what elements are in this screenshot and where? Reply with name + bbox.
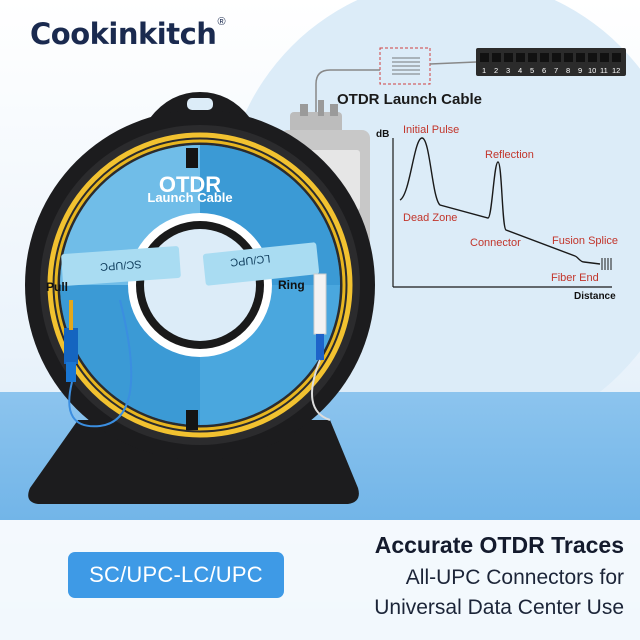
patch-panel-ports (480, 53, 621, 62)
port-number: 10 (588, 66, 597, 75)
x-axis-label: Distance (574, 291, 616, 302)
fiber-end-label: Fiber End (551, 272, 599, 284)
otdr-cable-line (315, 69, 380, 116)
reflection-label: Reflection (485, 149, 534, 161)
reel-title-line1: OTDR (158, 172, 222, 197)
sc-connector (64, 300, 78, 382)
dead-zone-label: Dead Zone (403, 212, 458, 224)
connector-label: Connector (470, 237, 521, 249)
lc-connector (313, 273, 327, 360)
trace-line (399, 137, 601, 265)
subline-1: All-UPC Connectors for (405, 566, 624, 589)
port-number: 3 (506, 66, 511, 75)
brand-logo: Cookinkitch® (30, 14, 226, 54)
connector-type-text: SC/UPC-LC/UPC (89, 562, 263, 587)
initial-pulse-label: Initial Pulse (403, 124, 460, 136)
launch-cable-line (429, 61, 477, 65)
fiber-tag-left (61, 246, 181, 286)
fiber-loop-blue (68, 299, 133, 428)
diagram-title: OTDR Launch Cable (337, 91, 483, 108)
mini-reel-icon (392, 57, 420, 75)
port-number: 11 (600, 66, 608, 75)
y-axis-label: dB (376, 129, 390, 140)
reel-label-left: Pull (46, 280, 69, 294)
otdr-trace-plot (392, 137, 612, 288)
port-number: 1 (482, 66, 487, 75)
port-number: 8 (566, 66, 571, 75)
fiber-tag-right (202, 242, 320, 286)
port-number: 2 (494, 66, 499, 75)
connector-type-badge: SC/UPC-LC/UPC (68, 552, 284, 598)
port-number: 6 (542, 66, 547, 75)
port-number: 12 (612, 66, 621, 75)
registered-mark: ® (217, 16, 226, 28)
fiber-coil (47, 132, 353, 438)
reel-label-right: Ring (278, 278, 305, 292)
brand-name: Cookinkitch (30, 17, 217, 51)
port-number: 7 (554, 66, 559, 75)
port-number: 5 (530, 66, 535, 75)
subline-2: Universal Data Center Use (374, 596, 624, 619)
port-number: 9 (578, 66, 583, 75)
reel-highlight-box (379, 47, 431, 85)
reel-title-line2: Launch Cable (147, 190, 233, 205)
fiber-end-marks (601, 258, 612, 270)
port-number: 4 (518, 66, 523, 75)
fusion-splice-label: Fusion Splice (552, 235, 619, 247)
headline: Accurate OTDR Traces (374, 532, 624, 558)
